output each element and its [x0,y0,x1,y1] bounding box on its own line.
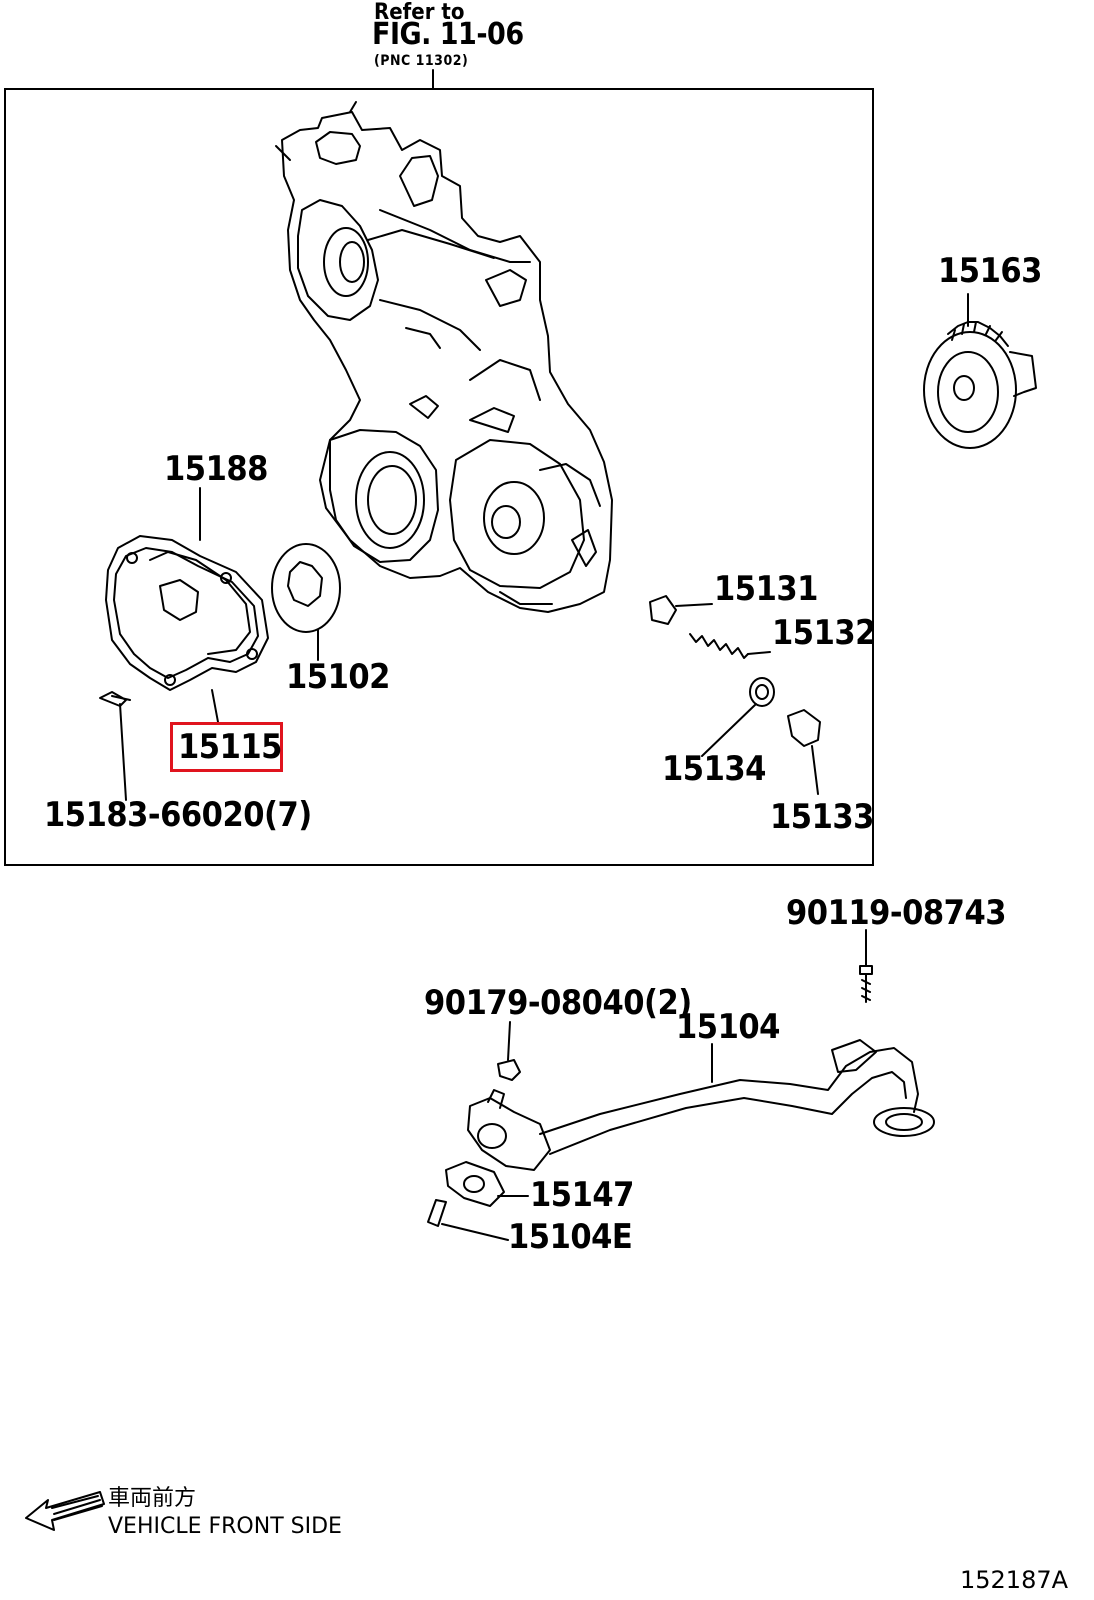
part-label-15133[interactable]: 15133 [770,797,874,837]
part-label-15131[interactable]: 15131 [714,569,818,609]
timing-cover-drawing [275,101,613,613]
leader-15115 [211,689,219,723]
oil-strainer-drawing [427,929,935,1241]
part-label-15115[interactable]: 15115 [178,727,282,767]
part-label-15102[interactable]: 15102 [286,657,390,697]
leader-15131 [675,603,713,607]
vehicle-front-jp: 車両前方 [108,1486,197,1511]
part-label-15163[interactable]: 15163 [938,251,1042,291]
highlighted-part-box [170,722,283,772]
refer-to-line1: Refer to [374,0,465,25]
part-label-15188[interactable]: 15188 [164,449,268,489]
part-label-15134[interactable]: 15134 [662,749,766,789]
refer-to-pnc: (PNC 11302) [374,53,469,69]
part-label-15147[interactable]: 15147 [530,1175,634,1215]
refer-to-fig[interactable]: FIG. 11-06 [372,17,524,52]
leader-15134 [701,703,757,757]
leader-15133 [811,745,819,795]
rotor-15102-drawing [271,543,341,661]
part-label-90119[interactable]: 90119-08743 [786,893,1007,933]
leader-90179 [507,1021,511,1061]
part-label-15104E[interactable]: 15104E [508,1217,633,1257]
leader-15104E [441,1223,509,1241]
relief-valve-drawing [649,595,821,795]
leader-15132 [747,651,771,655]
bolt-15183-drawing [99,691,131,801]
leader-15183 [119,703,127,801]
figure-id: 152187A [960,1566,1069,1594]
vehicle-front-arrow [25,1491,105,1531]
gear-15163-drawing [923,293,1037,449]
vehicle-front-en: VEHICLE FRONT SIDE [108,1514,342,1539]
part-label-15132[interactable]: 15132 [772,613,876,653]
part-label-90179[interactable]: 90179-08040(2) [424,983,692,1023]
part-label-15183[interactable]: 15183-66020(7) [44,795,312,835]
part-group-frame [4,88,874,866]
pump-cover-drawing [105,487,269,723]
part-label-15104[interactable]: 15104 [676,1007,780,1047]
